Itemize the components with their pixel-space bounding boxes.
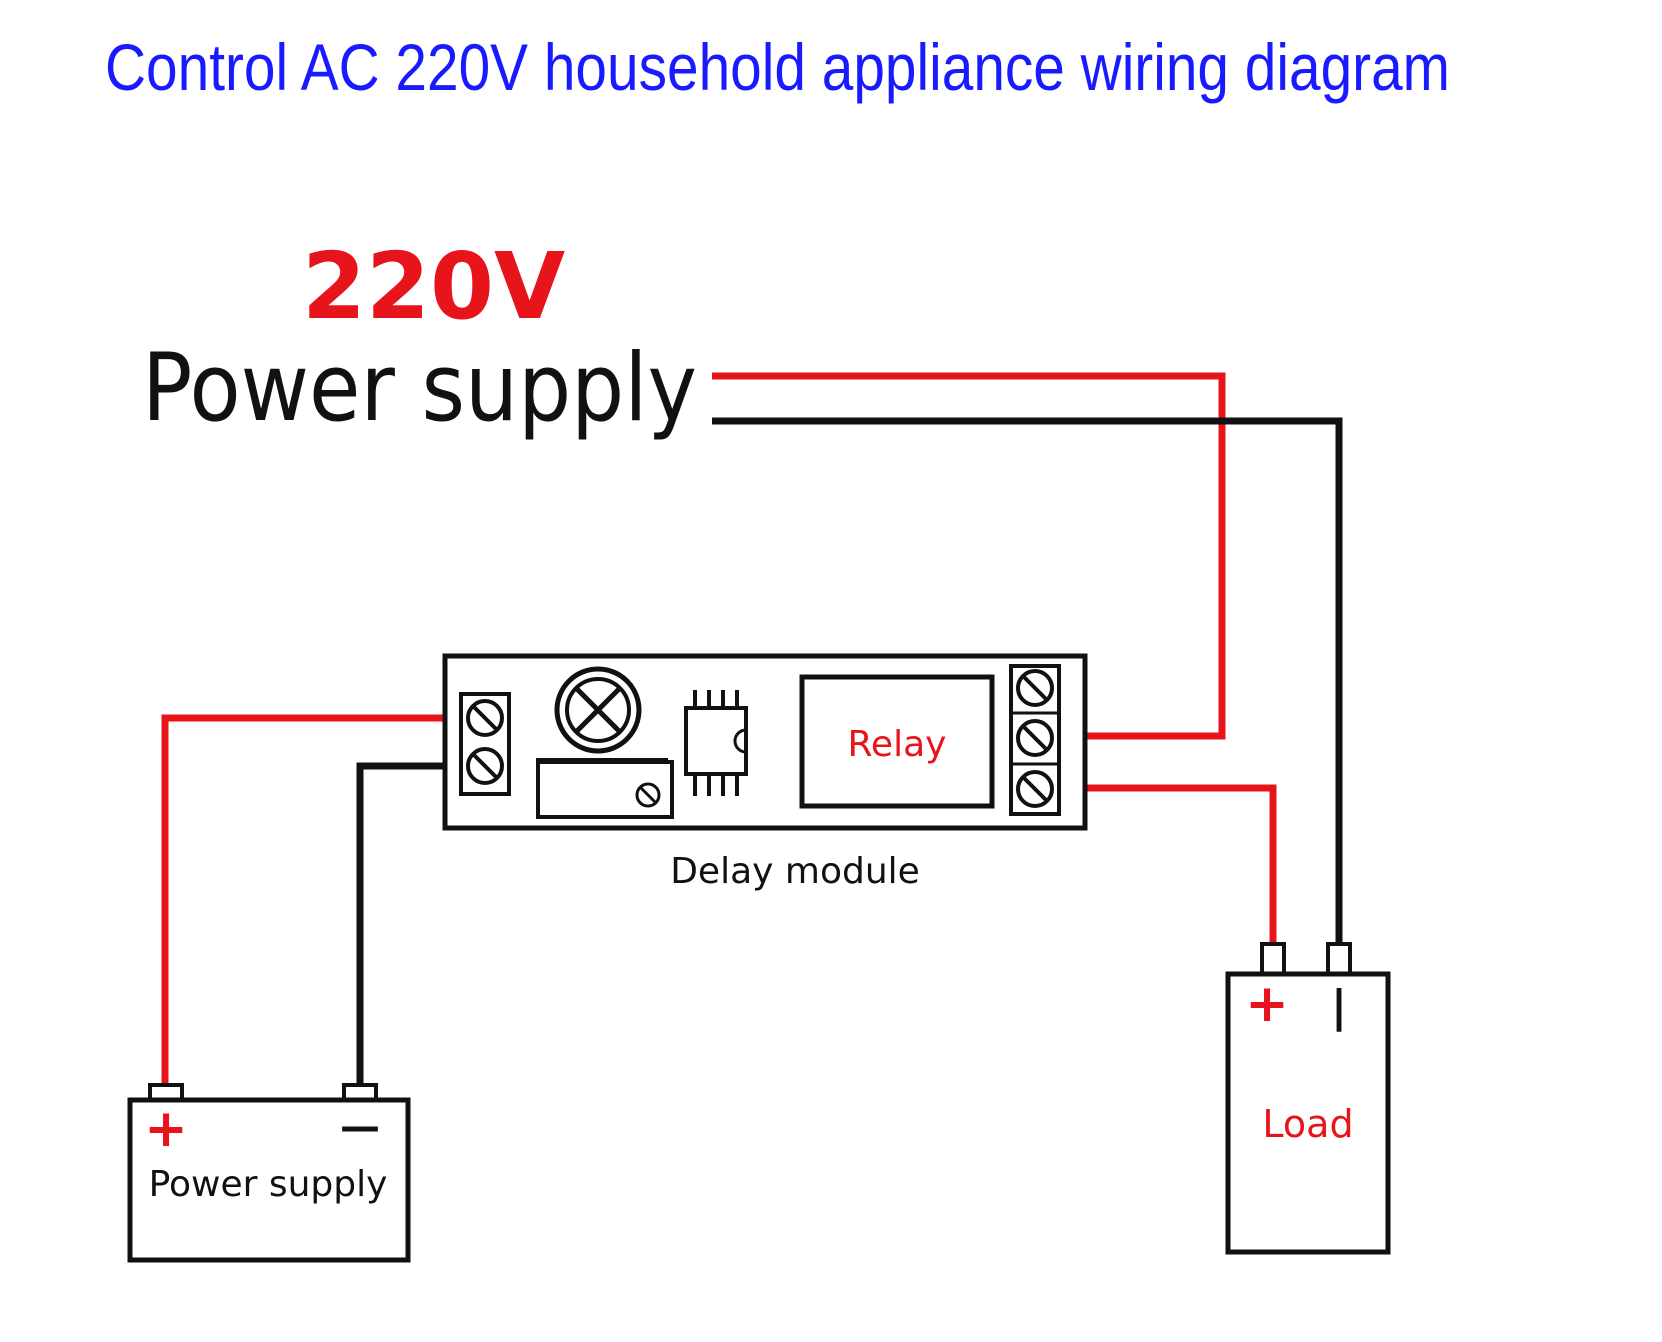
potentiometer-icon (554, 666, 642, 754)
battery-body (127, 1097, 411, 1263)
load-minus-sign: | (1331, 981, 1347, 1032)
ac-live-wire (712, 372, 1226, 740)
load-negative-post (1326, 942, 1352, 976)
dc-positive-wire (161, 714, 463, 1085)
output-terminal-block (1009, 664, 1061, 816)
input-terminal-screw (466, 699, 504, 737)
ac-source-label: Power supply (142, 334, 697, 443)
delay-module-label: Delay module (670, 851, 920, 892)
output-terminal-screw (1016, 770, 1054, 808)
output-terminal-screw (1016, 719, 1054, 757)
battery-plus-sign: + (144, 1099, 188, 1159)
load-positive-post (1260, 942, 1286, 976)
diagram-title: Control AC 220V household appliance wiri… (105, 30, 1450, 104)
trimmer-icon (536, 758, 674, 819)
dc-power-supply: + — Power supply (127, 1083, 411, 1263)
delay-module: Relay (442, 653, 1088, 831)
wires (161, 372, 1343, 1085)
battery-minus-sign: — (340, 1104, 380, 1150)
dc-negative-wire (356, 762, 463, 1085)
output-terminal-screw (1016, 669, 1054, 707)
load-label: Load (1262, 1102, 1353, 1146)
load-plus-sign: + (1245, 974, 1289, 1034)
relay-box (799, 674, 995, 809)
input-terminal-block (459, 692, 511, 796)
dc-supply-label: Power supply (149, 1164, 388, 1205)
ac-neutral-wire (712, 417, 1343, 944)
relay-to-load-wire (1058, 784, 1277, 944)
load: + | Load (1225, 942, 1391, 1255)
load-body (1225, 971, 1391, 1255)
ic-chip-icon (684, 690, 748, 796)
ac-voltage-label: 220V (302, 233, 565, 340)
input-terminal-screw (466, 747, 504, 785)
relay-label: Relay (848, 724, 947, 765)
